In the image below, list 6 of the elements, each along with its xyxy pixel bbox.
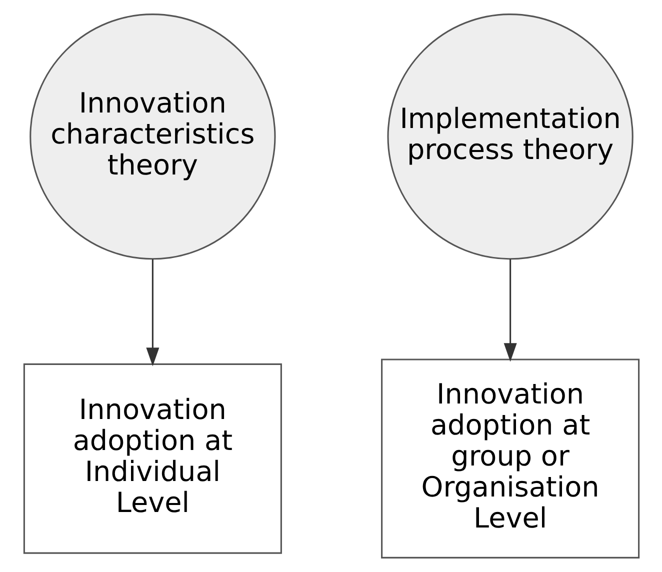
node-circle: Implementation process theory [386, 14, 633, 260]
arrow [146, 259, 159, 366]
node-box: Innovation adoption at group or Organisation Level [380, 358, 640, 558]
arrow [503, 259, 516, 362]
node-box: Innovation adoption at Individual Level [22, 363, 282, 554]
node-circle: Innovation characteristics theory [29, 14, 276, 260]
